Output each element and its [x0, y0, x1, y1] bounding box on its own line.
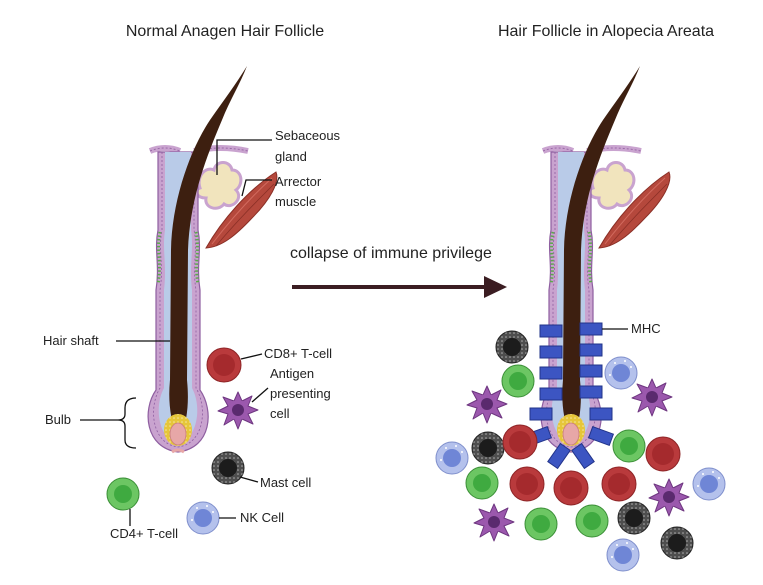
mast-cell: [471, 431, 505, 465]
cd8-t-cell-legend: CD8+ T-cell: [206, 346, 332, 383]
hair-shaft-label-group: Hair shaft: [43, 333, 170, 348]
sebaceous-gland-label-line1: Sebaceous: [275, 128, 341, 143]
nk-cell-label: NK Cell: [240, 510, 284, 525]
antigen-presenting-cell-label-line1: Antigen: [270, 366, 314, 381]
antigen-presenting-cell: [631, 378, 673, 417]
mhc-molecule: [589, 407, 613, 421]
antigen-presenting-cell-label-line2: presenting: [270, 386, 331, 401]
title-normal-follicle: Normal Anagen Hair Follicle: [126, 23, 324, 40]
antigen-presenting-cell: [473, 503, 515, 542]
bulb-label-group: Bulb: [45, 397, 137, 449]
antigen-presenting-cell: [648, 478, 690, 517]
mhc-molecule: [579, 385, 603, 399]
mhc-molecule: [571, 442, 595, 470]
mhc-molecule: [579, 364, 603, 378]
antigen-presenting-cell: [466, 385, 508, 424]
mhc-molecule: [579, 322, 603, 336]
bulb-label: Bulb: [45, 412, 71, 427]
cd8-t-cell: [502, 424, 538, 460]
mast-cell: [495, 330, 529, 364]
mast-cell: [617, 501, 651, 535]
mhc-molecule: [539, 366, 563, 380]
nk-cell-legend: NK Cell: [186, 501, 284, 535]
arrector-muscle-label-line1: Arrector: [275, 174, 322, 189]
transition-arrowhead: [484, 276, 507, 298]
antigen-presenting-cell-label-line3: cell: [270, 406, 290, 421]
nk-cell: [604, 356, 638, 390]
cd4-t-cell: [501, 364, 535, 398]
mhc-molecule: [539, 345, 563, 359]
transition-arrow-group: collapse of immune privilege: [290, 245, 507, 298]
mhc-label: MHC: [631, 321, 661, 336]
title-alopecia-follicle: Hair Follicle in Alopecia Areata: [498, 23, 714, 40]
normal-hair-follicle-illustration: [148, 66, 277, 452]
mhc-molecule: [547, 442, 571, 470]
cd8-t-cell: [509, 466, 545, 502]
mhc-molecule: [587, 425, 615, 447]
cd8-t-cell: [553, 470, 589, 506]
mhc-molecule: [579, 343, 603, 357]
antigen-presenting-cell-legend: Antigen presenting cell: [217, 366, 331, 430]
mhc-molecule: [529, 407, 553, 421]
cd4-t-cell: [524, 507, 558, 541]
nk-cell: [606, 538, 640, 572]
transition-label: collapse of immune privilege: [290, 245, 492, 262]
mhc-molecule: [539, 324, 563, 338]
mast-cell-legend: Mast cell: [211, 451, 311, 490]
hair-shaft-label: Hair shaft: [43, 333, 99, 348]
sebaceous-gland-label-group: Sebaceous gland: [216, 128, 341, 175]
mast-cell-label: Mast cell: [260, 475, 311, 490]
cd8-t-cell: [601, 466, 637, 502]
mhc-molecules: [525, 322, 615, 470]
mhc-label-group: MHC: [602, 321, 661, 336]
cd4-t-cell: [575, 504, 609, 538]
cd8-t-cell-label: CD8+ T-cell: [264, 346, 332, 361]
nk-cell: [435, 441, 469, 475]
nk-cell: [692, 467, 726, 501]
cd4-t-cell: [612, 429, 646, 463]
mast-cell: [660, 526, 694, 560]
cd4-t-cell: [465, 466, 499, 500]
cd4-t-cell-label: CD4+ T-cell: [110, 526, 178, 541]
mhc-molecule: [539, 387, 563, 401]
sebaceous-gland-label-line2: gland: [275, 149, 307, 164]
arrector-muscle-label-line2: muscle: [275, 194, 316, 209]
cd8-t-cell: [645, 436, 681, 472]
arrector-muscle-label-group: Arrector muscle: [241, 174, 322, 209]
cd4-t-cell-legend: CD4+ T-cell: [106, 477, 178, 541]
